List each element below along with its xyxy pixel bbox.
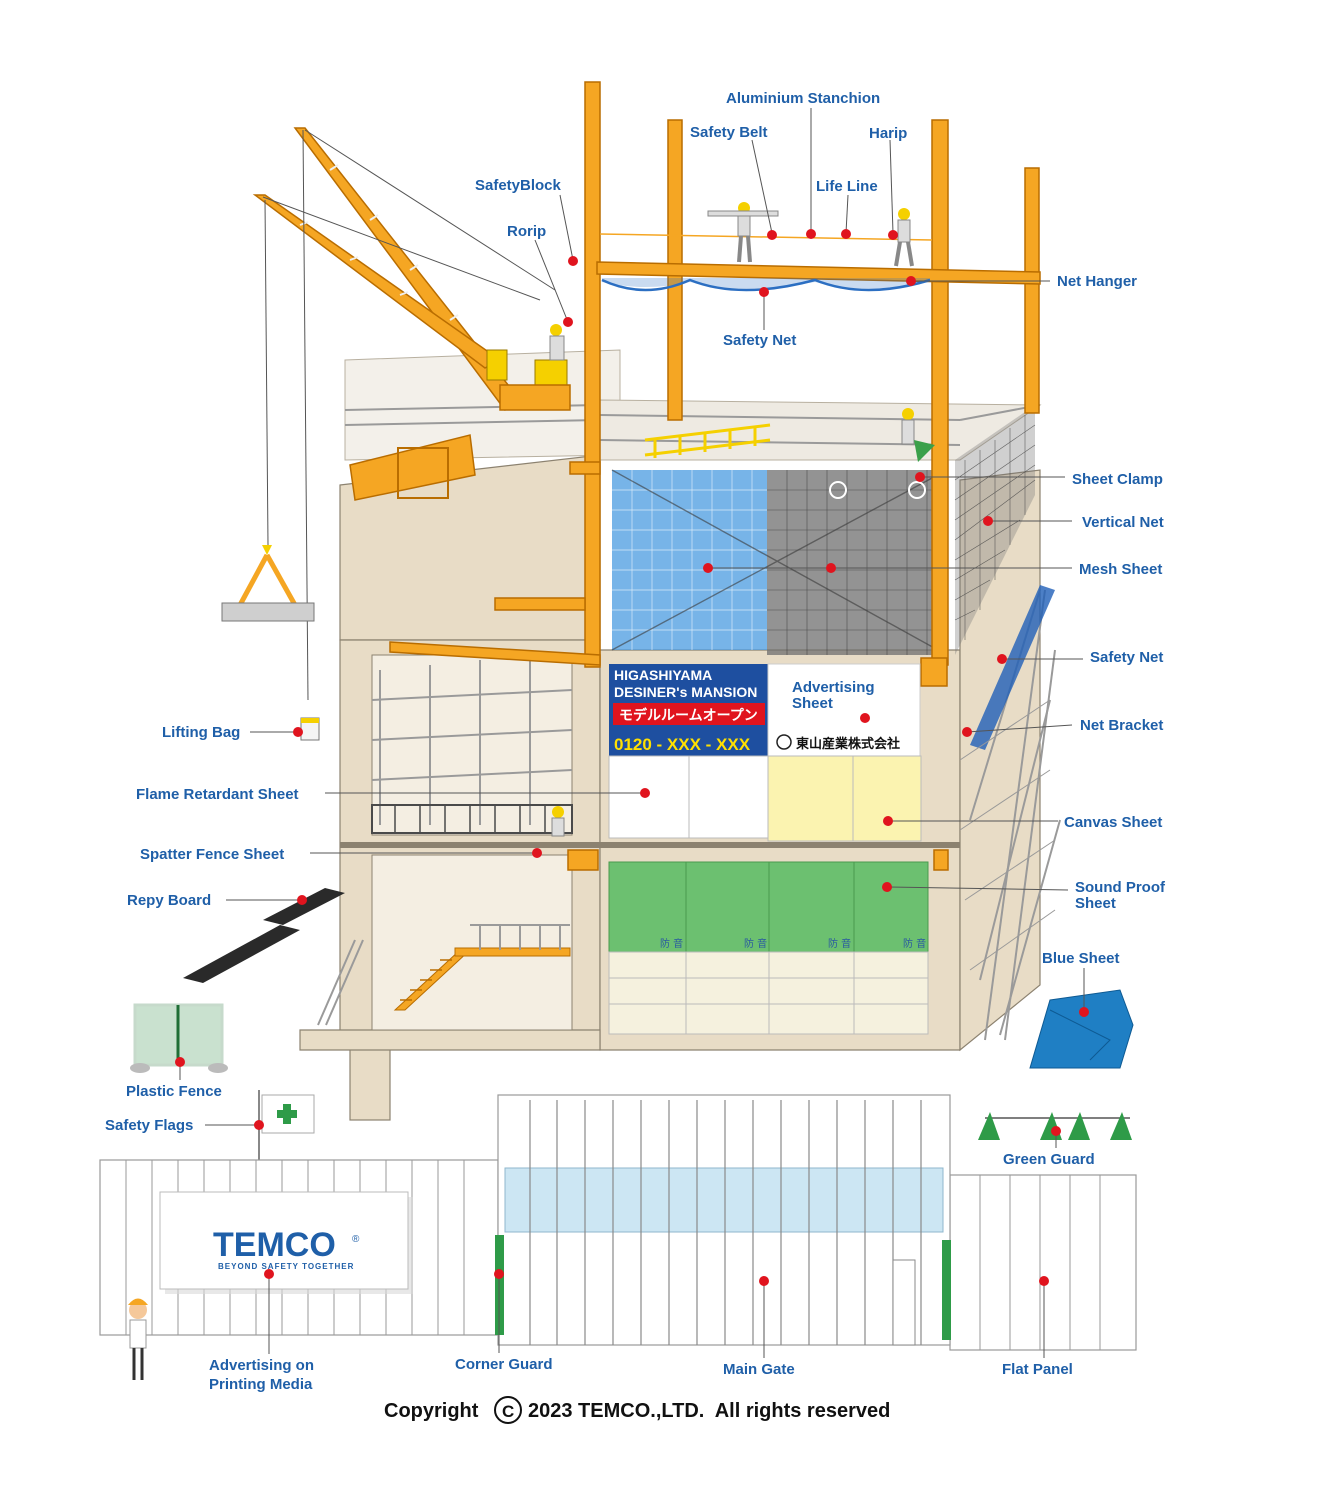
marker-dots [175,229,1089,1286]
top-safety-net [601,278,931,292]
soundproof-mark-4: 防 音 [903,937,926,950]
label-safety-net-top: Safety Net [723,332,796,349]
label-flame-retardant-sheet: Flame Retardant Sheet [136,786,299,803]
label-life-line: Life Line [816,178,878,195]
label-repy-board: Repy Board [127,892,211,909]
soundproof-mark-2: 防 音 [744,937,767,950]
copyright-symbol: C [502,1402,514,1421]
printing-media-board: TEMCO ® BEYOND SAFETY TOGETHER [159,1191,413,1294]
callout-labels: Aluminium Stanchion Safety Belt Harip Sa… [105,90,1166,1393]
temco-registered: ® [352,1234,360,1245]
copyright-footer: Copyright C 2023 TEMCO.,LTD. All rights … [384,1396,890,1424]
worker-top-left [707,202,779,263]
label-mesh-sheet: Mesh Sheet [1079,561,1162,578]
worker-mid [551,806,565,837]
green-guard [978,1112,1132,1140]
label-lifting-bag: Lifting Bag [162,724,240,741]
label-net-hanger: Net Hanger [1057,273,1137,290]
label-blue-sheet: Blue Sheet [1042,950,1120,967]
temco-logo-text: TEMCO [213,1226,336,1264]
canvas-sheet [767,755,922,842]
label-safety-net-side: Safety Net [1090,649,1163,666]
label-sound-proof-sheet-2: Sheet [1075,895,1116,912]
label-sound-proof-sheet-1: Sound Proof [1075,879,1166,896]
crane [221,127,571,741]
side-scaffold [959,585,1061,1041]
repy-board [183,888,345,983]
label-safety-flags: Safety Flags [105,1117,193,1134]
billboard-line1: HIGASHIYAMA [614,667,712,683]
mascot-worker [128,1298,148,1380]
blue-sheet [1029,989,1134,1069]
worker-crane [549,324,565,361]
plastic-fence [130,1003,228,1073]
billboard-line2: DESINER's MANSION [614,684,757,700]
label-vertical-net: Vertical Net [1082,514,1164,531]
worker-top-right [894,208,914,267]
label-aluminium-stanchion: Aluminium Stanchion [726,90,880,107]
leader-lines [179,108,1085,1358]
safety-flag [258,1090,315,1165]
label-flat-panel: Flat Panel [1002,1361,1073,1378]
label-corner-guard: Corner Guard [455,1356,553,1373]
copyright-text: 2023 TEMCO.,LTD. All rights reserved [528,1400,890,1422]
soundproof-mark-1: 防 音 [660,937,683,950]
advertising-billboard: HIGASHIYAMA DESINER's MANSION モデルルームオープン… [609,663,921,757]
label-advertising-printing-2: Printing Media [209,1376,313,1393]
copyright-circle [494,1396,522,1424]
label-net-bracket: Net Bracket [1080,717,1163,734]
mesh-sheet [611,469,948,656]
staircase [393,924,571,1011]
label-canvas-sheet: Canvas Sheet [1064,814,1162,831]
copyright-prefix: Copyright [384,1400,479,1422]
label-plastic-fence: Plastic Fence [126,1083,222,1100]
label-advertising-sheet-2: Sheet [792,695,833,712]
label-safety-belt: Safety Belt [690,124,768,141]
work-platform [349,434,476,501]
workers [549,202,935,837]
billboard-jp-line: モデルルームオープン [619,707,758,724]
label-rorip: Rorip [507,223,546,240]
label-harip: Harip [869,125,907,142]
billboard-phone: 0120 - XXX - XXX [614,735,751,754]
temco-tagline: BEYOND SAFETY TOGETHER [218,1262,354,1271]
sound-proof-sheet: 防 音 防 音 防 音 防 音 [608,861,929,1035]
worker-roof [901,408,935,462]
billboard-company: 東山産業株式会社 [796,736,900,752]
label-advertising-sheet-1: Advertising [792,679,875,696]
label-advertising-printing-1: Advertising on [209,1357,314,1374]
vertical-net [954,405,1036,655]
label-main-gate: Main Gate [723,1361,795,1378]
soundproof-mark-3: 防 音 [828,937,851,950]
steel-frame [389,81,1041,871]
label-sheet-clamp: Sheet Clamp [1072,471,1163,488]
main-gate-structure [495,1094,951,1346]
flame-retardant-sheet [608,755,769,839]
label-green-guard: Green Guard [1003,1151,1095,1168]
label-spatter-fence-sheet: Spatter Fence Sheet [140,846,284,863]
label-safety-block: SafetyBlock [475,177,562,194]
